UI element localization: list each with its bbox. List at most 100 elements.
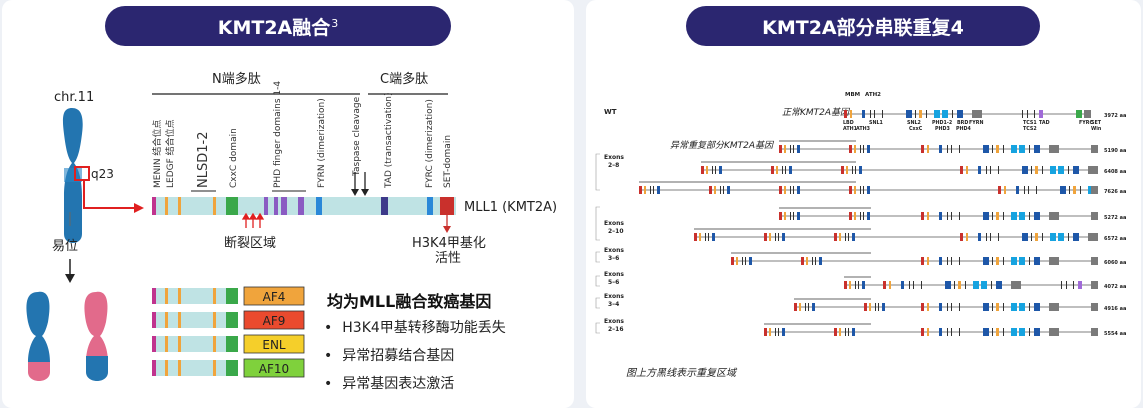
q23-highlight-box <box>74 166 90 181</box>
partner-label: AF10 <box>259 362 289 376</box>
exon-group-range: 2–10 <box>608 228 624 235</box>
sub-domain-label: SNL1 <box>869 120 883 126</box>
summary-title: 均为MLL融合致癌基因 <box>327 292 492 311</box>
kmt2a-ptd-title: KMT2A部分串联重复4 <box>686 6 1040 46</box>
wt-label: WT <box>604 108 617 116</box>
abnormal-gene-label: 异常重复部分KMT2A基因 <box>670 140 775 151</box>
domain-label-cxxc: CxxC domain <box>229 128 239 188</box>
derivative-chromosome-2 <box>84 291 108 381</box>
row-size-label: 6572 aa <box>1104 236 1126 242</box>
sub-domain-label: TCS1 <box>1023 120 1037 126</box>
sub-domain-label: PHD1-2 <box>932 120 952 126</box>
sub-domain-label: SET <box>1091 120 1102 126</box>
partner-label: ENL <box>262 338 286 352</box>
taspase-arrowhead-1 <box>351 189 359 196</box>
exon-group-range: 3–4 <box>608 301 619 308</box>
translocation-label: 易位 <box>52 239 78 254</box>
exon-group-label: Exons <box>604 318 624 325</box>
summary-bullets: H3K4甲基转移酶功能丢失 异常招募结合基因 异常基因表达激活 <box>324 317 506 401</box>
activity-label-1: H3K4甲基化 <box>412 236 486 251</box>
group-bracket <box>595 322 600 334</box>
ptd-row: 4916 aa <box>794 298 1126 312</box>
partner-label: AF4 <box>263 290 286 304</box>
domain-label-menin: MENIN 结合位点 <box>151 120 163 188</box>
ptd-diagram: MBM ATH2 WT 正常KMT2A基因 异常重复部分KMT2A基因 LBDA… <box>595 92 1126 337</box>
fusion-bar-af4: AF4 <box>152 286 305 306</box>
ptd-row: 5554 aa <box>764 323 1126 337</box>
ptd-row: 5272 aa <box>779 207 1126 221</box>
partner-label: AF9 <box>263 314 286 328</box>
kmt2a-fusion-title-ref: 3 <box>331 16 339 30</box>
exon-group-label: Exons <box>604 247 624 254</box>
exon-group-label: Exons <box>604 220 624 227</box>
sub-domain-label: PHD4 <box>956 126 972 132</box>
domain-label-set: SET-domain <box>443 135 453 188</box>
domain-label-fyrc: FYRC (dimerization) <box>425 99 435 188</box>
group-bracket <box>595 297 600 309</box>
row-size-label: 4072 aa <box>1104 284 1126 290</box>
sub-domain-label: LBD <box>843 120 854 126</box>
zoom-arrow <box>83 180 134 209</box>
sub-domain-label: CxxC <box>909 126 923 132</box>
exon-group-range: 5–6 <box>608 279 619 286</box>
bullet-item: H3K4甲基转移酶功能丢失 <box>324 317 506 345</box>
translocation-arrowhead <box>65 274 75 283</box>
row-size-label: 7626 aa <box>1104 189 1126 195</box>
sub-domain-label: PHD3 <box>935 126 950 132</box>
domain-label-nlsd: NLSD1-2 <box>196 132 211 188</box>
row-size-label: 5272 aa <box>1104 215 1126 221</box>
ptd-row: 5190 aa <box>779 140 1126 154</box>
top-domain-label: MBM <box>845 92 860 98</box>
fusion-diagram: chr.11 q23 易位 N端多肽 C端多肽 MENIN 结合位点 <box>26 71 557 381</box>
sub-domain-label: ATH1 <box>843 126 857 132</box>
chromosome-11 <box>62 108 83 243</box>
ptd-rows: 3972 aa 5190 aa 6408 aa 7626 aa 5272 aa 6572 … <box>595 110 1126 337</box>
fusion-bar-enl: ENL <box>152 334 305 354</box>
row-size-label: 3972 aa <box>1104 113 1126 119</box>
domain-label-ledgf: LEDGF 结合位点 <box>164 119 176 188</box>
c-term-label: C端多肽 <box>380 71 428 87</box>
domain-label-fyrn: FYRN (dimerization) <box>317 98 327 188</box>
exon-group-range: 2–16 <box>608 326 624 333</box>
set-activity-arrowhead <box>443 226 451 233</box>
breakpoint-arrows <box>241 212 265 228</box>
sub-domain-label: TCS2 <box>1023 126 1037 132</box>
footnote: 图上方黑线表示重复区域 <box>626 368 736 379</box>
group-bracket <box>595 153 600 191</box>
mll1-protein-bar <box>152 197 456 215</box>
group-bracket <box>595 251 600 263</box>
group-bracket <box>595 275 600 287</box>
group-bracket <box>595 206 600 241</box>
row-size-label: 4916 aa <box>1104 306 1126 312</box>
sub-domain-label: BRD <box>957 120 968 126</box>
ptd-row: 4072 aa <box>844 276 1126 290</box>
fusion-bar-af10: AF10 <box>152 358 305 378</box>
sub-domain-label: FYRC <box>1079 120 1093 126</box>
right-panel: KMT2A部分串联重复4 MBM ATH2 WT 正常KMT2A基因 异常重复部… <box>586 0 1141 408</box>
activity-label-2: 活性 <box>435 251 461 266</box>
protein-label: MLL1 (KMT2A) <box>464 200 557 215</box>
domain-label-phd: PHD finger domains 1-4 <box>273 81 283 188</box>
exon-group-label: Exons <box>604 271 624 278</box>
n-term-label: N端多肽 <box>212 71 261 87</box>
ptd-row: 3972 aa <box>844 110 1126 119</box>
exon-group-label: Exons <box>604 154 624 161</box>
zoom-arrowhead <box>134 203 144 213</box>
row-size-label: 6408 aa <box>1104 169 1126 175</box>
exon-group-range: 3–6 <box>608 255 619 262</box>
domain-label-taspase: Taspase cleavage <box>352 96 362 177</box>
sub-domain-label: Win <box>1091 126 1102 132</box>
domain-label-tad: TAD (transactivation) <box>384 93 394 189</box>
sub-domain-label: TAD <box>1039 120 1050 126</box>
ptd-row: 6408 aa <box>701 161 1126 175</box>
row-size-label: 5554 aa <box>1104 331 1126 337</box>
sub-domain-label: FYRN <box>969 120 983 126</box>
breakpoint-label: 断裂区域 <box>224 236 276 251</box>
exon-group-range: 2–8 <box>608 162 619 169</box>
bullet-item: 异常基因表达激活 <box>324 373 506 401</box>
sub-domain-label: SNL2 <box>907 120 921 126</box>
